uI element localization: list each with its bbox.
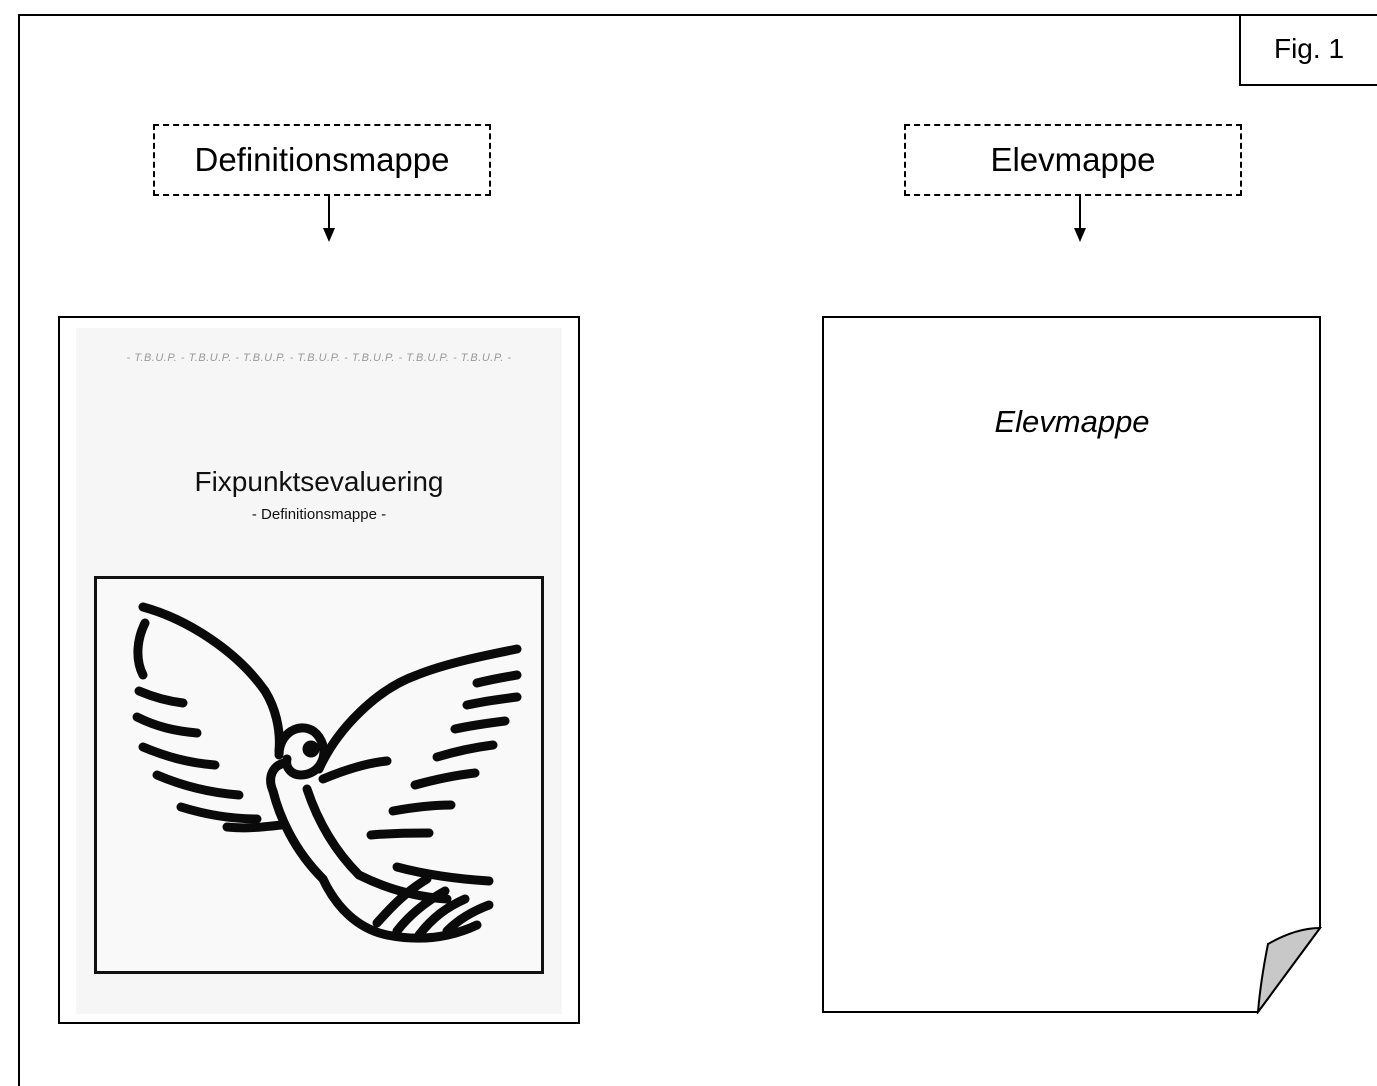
elevmappe-page-label: Elevmappe	[994, 404, 1150, 439]
cover-title: Fixpunktsevaluering	[194, 466, 444, 497]
curled-page-icon	[822, 316, 1322, 1014]
cover-illustration	[94, 576, 544, 974]
definitionsmappe-header-box: Definitionsmappe	[153, 124, 491, 196]
dove-icon	[132, 602, 522, 943]
elevmappe-header-box: Elevmappe	[904, 124, 1242, 196]
cover-page: - T.B.U.P. - T.B.U.P. - T.B.U.P. - T.B.U…	[76, 328, 562, 1014]
cover-subtitle: - Definitionsmappe -	[251, 506, 387, 523]
elevmappe-page: Elevmappe	[822, 316, 1322, 1014]
down-arrow-icon	[1074, 196, 1086, 242]
definitionsmappe-cover: - T.B.U.P. - T.B.U.P. - T.B.U.P. - T.B.U…	[58, 316, 580, 1024]
figure-label: Fig. 1	[1239, 14, 1377, 86]
figure-frame	[18, 14, 1377, 1086]
cover-dotted-line: - T.B.U.P. - T.B.U.P. - T.B.U.P. - T.B.U…	[126, 352, 512, 364]
down-arrow-icon	[323, 196, 335, 242]
